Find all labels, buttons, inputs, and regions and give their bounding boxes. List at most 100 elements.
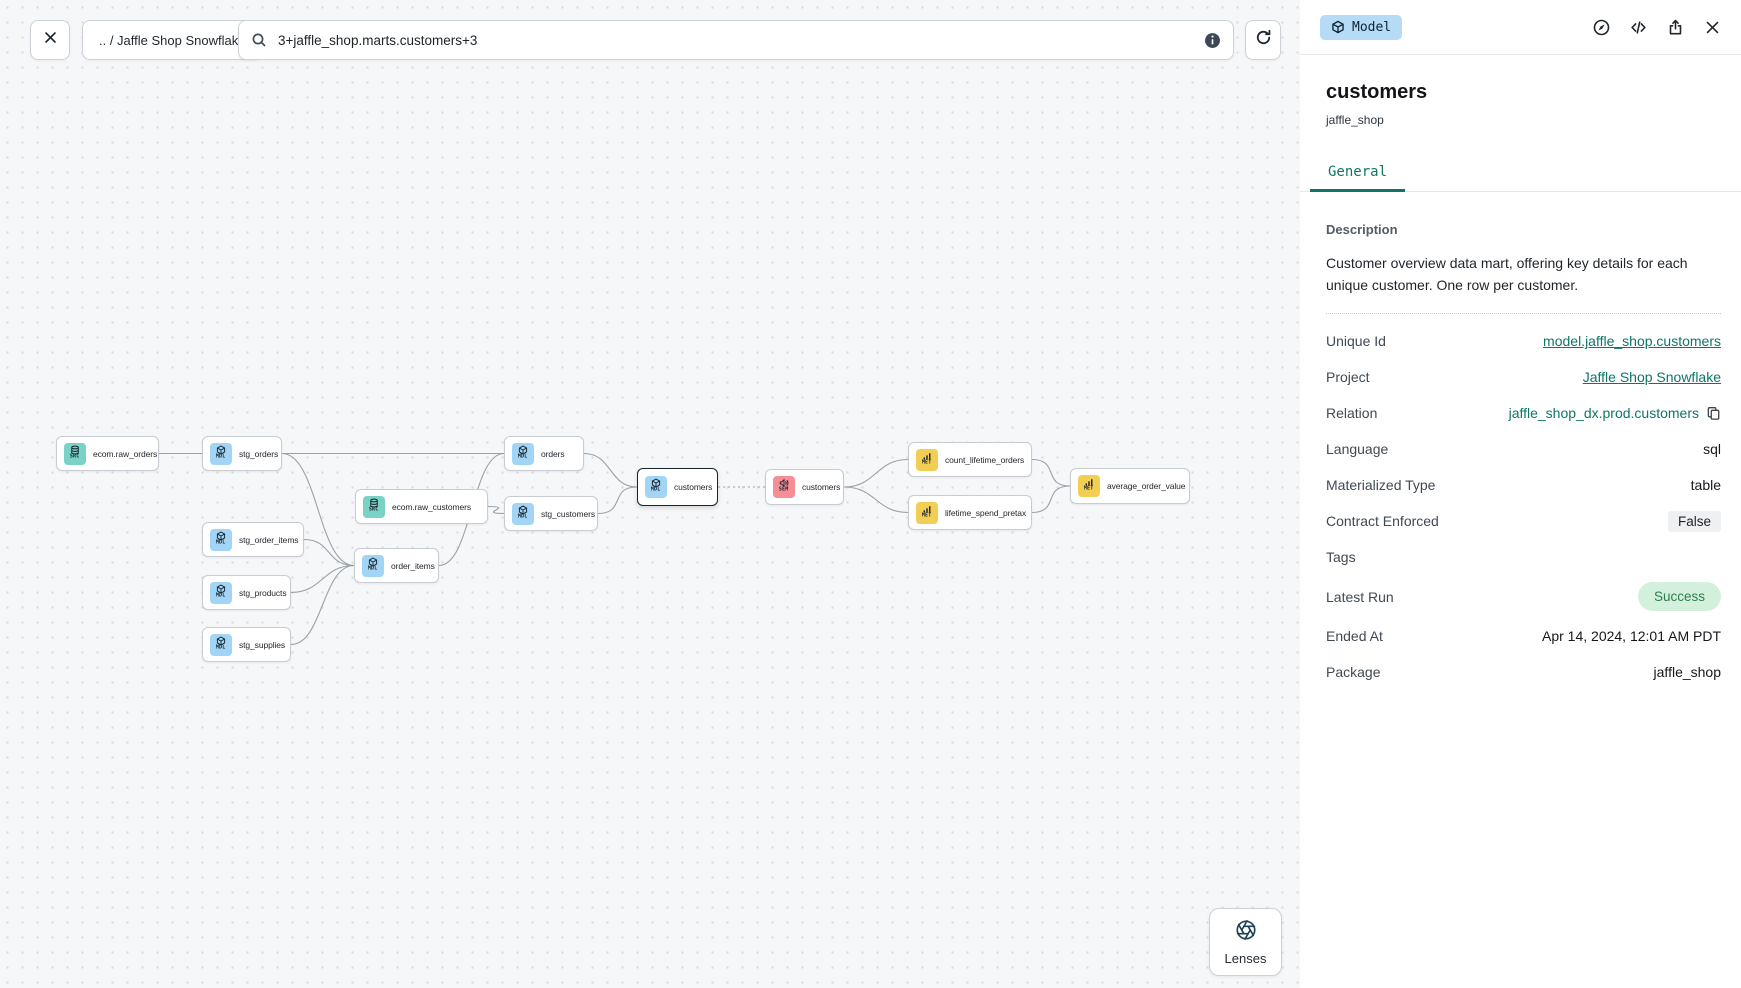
- graph-node-lifetime_spend_pretax[interactable]: MET lifetime_spend_pretax: [908, 495, 1032, 530]
- node-label: stg_customers: [541, 508, 595, 519]
- edge-orders-to-customers: [583, 452, 638, 488]
- edge-stg_order_items-to-order_items: [303, 538, 355, 567]
- node-label: ecom.raw_orders: [93, 448, 158, 459]
- source-icon: SRC: [64, 442, 86, 465]
- latest-run-status-pill: Success: [1637, 582, 1721, 612]
- model-type-badge: Model: [1320, 14, 1403, 40]
- panel-header: Model: [1300, 0, 1741, 55]
- field-link-project[interactable]: Jaffle Shop Snowflake: [1582, 369, 1721, 386]
- field-label: Ended At: [1326, 628, 1383, 645]
- tab-general[interactable]: General: [1310, 155, 1406, 192]
- field-label: Relation: [1326, 405, 1378, 422]
- search-icon: [252, 33, 266, 47]
- model-icon: MDL: [645, 476, 667, 498]
- node-label: average_order_value: [1107, 481, 1186, 491]
- status-badge: False: [1667, 510, 1721, 532]
- details-panel: Model customers jaffle_shop: [1300, 0, 1741, 988]
- graph-node-stg_products[interactable]: MDL stg_products: [202, 575, 291, 610]
- panel-subtitle: jaffle_shop: [1326, 113, 1384, 127]
- refresh-icon: [1255, 29, 1272, 51]
- field-row-language: Language sql: [1326, 431, 1721, 467]
- field-label: Unique Id: [1326, 333, 1386, 350]
- field-value-language: sql: [1703, 441, 1721, 458]
- edge-lifetime_spend_pretax-to-average_order_value: [1031, 485, 1071, 514]
- close-lineage-button[interactable]: [30, 20, 70, 60]
- field-row-contract-enforced: Contract Enforced False: [1326, 503, 1721, 539]
- view-code-icon[interactable]: [1629, 18, 1647, 36]
- lenses-button[interactable]: Lenses: [1209, 908, 1282, 976]
- node-label: stg_order_items: [239, 534, 299, 545]
- field-label: Contract Enforced: [1326, 513, 1439, 530]
- node-label: order_items: [391, 560, 435, 571]
- panel-tabs: General: [1300, 155, 1741, 192]
- node-label: stg_products: [239, 587, 287, 598]
- explore-compass-icon[interactable]: [1592, 18, 1610, 36]
- graph-node-customers[interactable]: MDL customers: [637, 468, 718, 506]
- edge-stg_supplies-to-order_items: [290, 564, 355, 646]
- graph-node-stg_customers[interactable]: MDL stg_customers: [504, 496, 598, 531]
- graph-node-stg_order_items[interactable]: MDL stg_order_items: [202, 522, 304, 557]
- field-label: Tags: [1326, 549, 1356, 566]
- node-label: customers: [802, 482, 841, 492]
- lenses-label: Lenses: [1224, 950, 1267, 966]
- graph-node-stg_supplies[interactable]: MDL stg_supplies: [202, 627, 291, 662]
- share-icon[interactable]: [1666, 18, 1684, 36]
- field-link-unique-id[interactable]: model.jaffle_shop.customers: [1543, 333, 1721, 350]
- node-label: stg_supplies: [239, 639, 286, 650]
- divider: [1326, 313, 1721, 315]
- graph-node-customers_sem[interactable]: SEM customers: [765, 469, 844, 505]
- model-badge-label: Model: [1352, 19, 1392, 35]
- field-label: Materialized Type: [1326, 477, 1436, 494]
- info-icon[interactable]: [1204, 32, 1221, 49]
- field-value-ended-at: Apr 14, 2024, 12:01 AM PDT: [1542, 628, 1721, 645]
- model-cube-icon: [1331, 20, 1345, 34]
- field-label: Package: [1326, 664, 1381, 681]
- model-icon: MDL: [512, 502, 534, 525]
- graph-node-ecom_raw_orders[interactable]: SRC ecom.raw_orders: [56, 436, 159, 471]
- field-row-package: Package jaffle_shop: [1326, 654, 1721, 690]
- source-icon: SRC: [363, 495, 385, 518]
- node-label: customers: [674, 482, 713, 492]
- model-icon: MDL: [210, 633, 232, 656]
- model-icon: MDL: [210, 442, 232, 465]
- refresh-lineage-button[interactable]: [1245, 20, 1281, 60]
- semantic-icon: SEM: [773, 476, 795, 498]
- description-text: Customer overview data mart, offering ke…: [1326, 255, 1688, 293]
- edge-ecom_raw_customers-to-stg_customers: [487, 505, 505, 515]
- panel-content: Description Customer overview data mart,…: [1300, 192, 1741, 690]
- edge-customers_sem-to-lifetime_spend_pretax: [843, 486, 909, 514]
- lineage-search: [238, 20, 1234, 60]
- model-icon: MDL: [210, 528, 232, 551]
- breadcrumb[interactable]: .. / Jaffle Shop Snowflake: [82, 20, 263, 60]
- field-row-tags: Tags: [1326, 539, 1721, 575]
- node-label: count_lifetime_orders: [945, 454, 1025, 465]
- model-icon: MDL: [512, 442, 534, 465]
- model-icon: MDL: [210, 581, 232, 604]
- field-link-relation[interactable]: jaffle_shop_dx.prod.customers: [1508, 405, 1699, 422]
- copy-icon[interactable]: [1706, 406, 1721, 421]
- graph-node-average_order_value[interactable]: MET average_order_value: [1070, 468, 1190, 504]
- field-row-relation: Relation jaffle_shop_dx.prod.customers: [1326, 395, 1721, 431]
- field-row-materialized-type: Materialized Type table: [1326, 467, 1721, 503]
- field-value-package: jaffle_shop: [1653, 664, 1721, 681]
- close-panel-icon[interactable]: [1703, 18, 1721, 36]
- edge-stg_products-to-order_items: [290, 564, 355, 594]
- metric-icon: MET: [1078, 475, 1100, 497]
- edge-count_lifetime_orders-to-average_order_value: [1031, 458, 1071, 487]
- search-input[interactable]: [276, 31, 1204, 49]
- field-value-materialized-type: table: [1690, 477, 1721, 494]
- field-label: Language: [1326, 441, 1389, 458]
- metric-icon: MET: [916, 501, 938, 524]
- edge-stg_customers-to-customers: [597, 486, 638, 515]
- node-label: lifetime_spend_pretax: [945, 507, 1027, 518]
- close-icon: [43, 30, 58, 50]
